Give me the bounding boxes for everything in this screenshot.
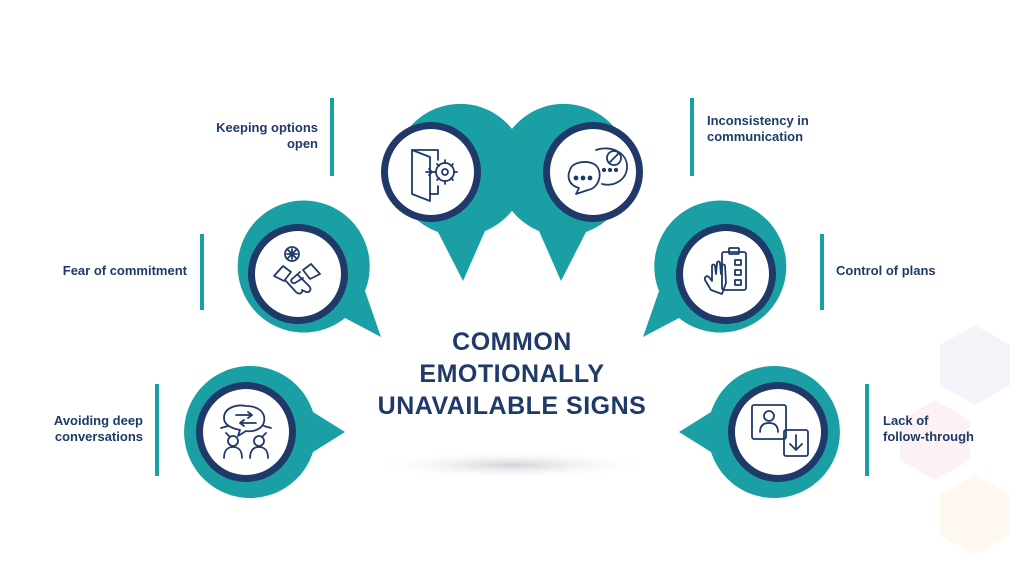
divider-control — [820, 234, 824, 310]
handshake-icon — [273, 246, 321, 295]
pin-avoiding-deep-conversations — [184, 366, 345, 498]
chat-bubbles-icon — [567, 147, 628, 195]
label-line: follow-through — [883, 429, 974, 444]
pin-keeping-options-open — [381, 103, 527, 281]
decorative-hexagons — [900, 325, 1010, 555]
label-line: Control of plans — [836, 263, 936, 278]
pin-inconsistency-communication — [497, 103, 643, 281]
divider-keeping-options — [330, 98, 334, 176]
people-talking-icon — [220, 404, 272, 459]
divider-lack — [865, 384, 869, 476]
label-line: Avoiding deep — [53, 413, 143, 428]
title-shadow — [372, 451, 652, 479]
divider-avoiding — [155, 384, 159, 476]
pin-control-of-plans — [643, 200, 787, 337]
clipboard-hand-icon — [703, 247, 747, 295]
divider-fear — [200, 234, 204, 310]
label-avoiding-deep-conversations: Avoiding deep conversations — [20, 413, 143, 445]
divider-inconsistency — [690, 98, 694, 176]
title-line-3: UNAVAILABLE SIGNS — [377, 392, 647, 420]
label-line: Fear of commitment — [62, 263, 187, 278]
divider-lines — [155, 98, 869, 476]
title-line-2: EMOTIONALLY — [419, 360, 605, 388]
label-line: open — [286, 136, 318, 151]
label-inconsistency-communication: Inconsistency in communication — [707, 113, 867, 145]
pin-lack-of-follow-through — [679, 366, 840, 499]
label-line: Keeping options — [216, 120, 318, 135]
title-line-1: COMMON — [452, 328, 572, 356]
label-line: Lack of — [883, 413, 929, 428]
label-keeping-options-open: Keeping options open — [180, 120, 318, 152]
label-line: Inconsistency in — [707, 113, 809, 128]
label-fear-of-commitment: Fear of commitment — [20, 263, 187, 279]
diagram-title: COMMON EMOTIONALLY UNAVAILABLE SIGNS — [340, 326, 684, 422]
door-gear-icon — [411, 149, 458, 202]
label-line: conversations — [54, 429, 143, 444]
pin-fear-of-commitment — [237, 200, 381, 337]
label-control-of-plans: Control of plans — [836, 263, 976, 279]
label-lack-of-follow-through: Lack of follow-through — [883, 413, 1003, 445]
profile-download-icon — [751, 404, 809, 457]
label-line: communication — [707, 129, 804, 144]
